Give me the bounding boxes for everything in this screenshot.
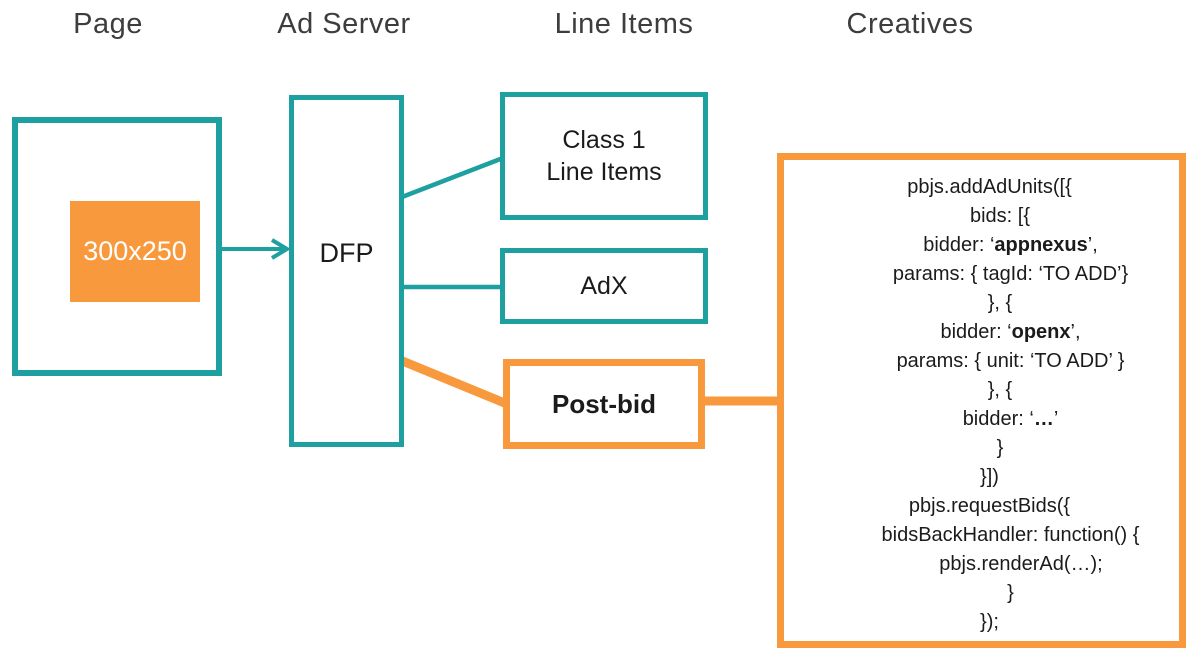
code-lines: pbjs.addAdUnits([{ bids: [{ bidder: ‘appne…: [808, 173, 1171, 637]
code-line: params: { tagId: ‘TO ADD’}: [892, 263, 1129, 285]
class1-label: Class 1 Line Items: [546, 125, 662, 187]
code-line: });: [980, 611, 999, 633]
code-line: bidder: ‘openx’,: [940, 321, 1081, 343]
code-line: params: { unit: ‘TO ADD’ }: [896, 350, 1125, 372]
code-line: }: [1007, 582, 1014, 604]
adx-box: AdX: [500, 248, 708, 324]
ad-slot-300x250: 300x250: [70, 201, 200, 302]
code-line: }]): [980, 466, 999, 488]
dfp-label: DFP: [319, 237, 374, 268]
ad-slot-label: 300x250: [83, 236, 187, 266]
code-line: }: [996, 437, 1004, 459]
code-line: pbjs.addAdUnits([{: [907, 176, 1072, 198]
code-line: bids: [{: [969, 205, 1031, 227]
class1-line-items-box: Class 1 Line Items: [500, 92, 708, 220]
line-dfp-to-class1: [401, 155, 504, 200]
code-line: pbjs.renderAd(…);: [939, 553, 1103, 575]
code-line: bidsBackHandler: function() {: [881, 524, 1140, 546]
code-line: }, {: [987, 292, 1013, 314]
code-line: bidder: ‘appnexus’,: [923, 234, 1098, 256]
column-header-ad-server: Ad Server: [277, 8, 411, 40]
postbid-box: Post-bid: [503, 359, 705, 449]
line-dfp-to-postbid: [398, 355, 509, 409]
dfp-box: DFP: [289, 95, 404, 447]
arrow-slot-to-dfp-head: [270, 238, 291, 260]
adx-label: AdX: [580, 271, 628, 300]
code-line: pbjs.requestBids({: [908, 495, 1071, 517]
code-line: bidder: ‘…’: [962, 408, 1059, 430]
code-box: pbjs.addAdUnits([{ bids: [{ bidder: ‘appne…: [777, 153, 1186, 648]
column-header-line-items: Line Items: [554, 8, 694, 40]
code-line: }, {: [987, 379, 1013, 401]
postbid-label: Post-bid: [552, 388, 656, 419]
column-header-page: Page: [73, 8, 143, 40]
column-header-creatives: Creatives: [846, 8, 974, 40]
